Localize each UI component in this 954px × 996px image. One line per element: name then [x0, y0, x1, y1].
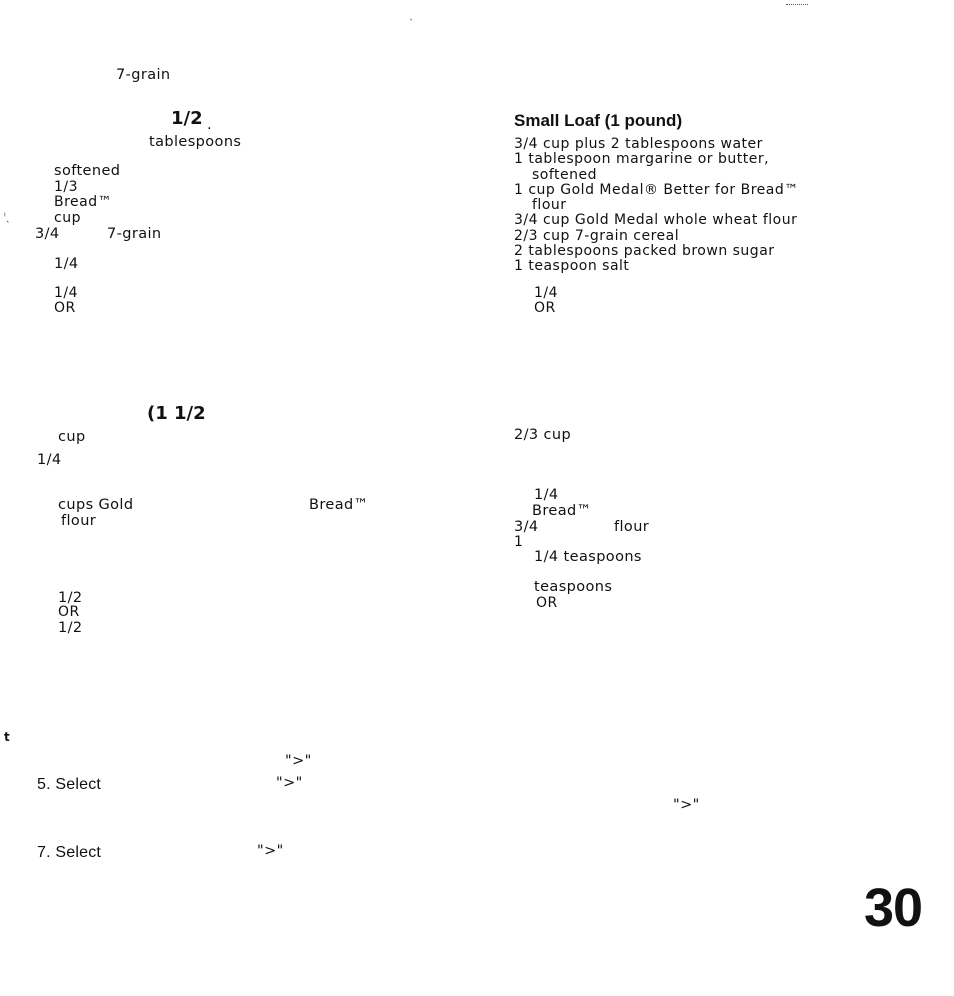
left-text: cup	[58, 429, 86, 445]
stray-mark: t	[4, 730, 11, 744]
quote-symbol: ">"	[276, 775, 303, 791]
right-text: flour	[614, 519, 650, 535]
right-text: 2/3 cup	[514, 427, 572, 443]
right-text: 1/4	[534, 285, 559, 301]
left-text: 1/2	[58, 620, 83, 636]
ingredient-line: 2/3 cup 7-grain cereal	[514, 227, 680, 244]
right-text: OR	[536, 595, 558, 611]
ingredient-line: flour	[532, 197, 567, 214]
step-5: 5. Select	[37, 776, 102, 793]
left-text: 7-grain	[116, 67, 171, 83]
quote-symbol: ">"	[257, 843, 284, 859]
right-text: OR	[534, 300, 556, 316]
right-text: 3/4	[514, 519, 539, 535]
ingredient-line: 3/4 cup plus 2 tablespoons water	[514, 136, 763, 152]
ingredient-line: 1 tablespoon margarine or butter,	[514, 151, 770, 168]
quote-symbol: ">"	[285, 753, 312, 769]
scan-mark: ˎ	[409, 10, 414, 21]
left-text: 1/3	[54, 179, 79, 195]
scan-mark: ˡˎ	[4, 212, 11, 223]
right-text: 1/4 teaspoons	[534, 549, 642, 565]
page-number: 30	[864, 878, 923, 938]
ingredient-line: 3/4 cup Gold Medal whole wheat flour	[514, 212, 798, 229]
left-text: tablespoons	[149, 134, 242, 150]
scan-mark	[786, 4, 808, 5]
left-text: 1/4	[54, 285, 79, 301]
left-text: OR	[58, 604, 80, 620]
quote-symbol: ">"	[673, 797, 700, 813]
left-text: OR	[54, 300, 76, 316]
ingredient-line: 2 tablespoons packed brown sugar	[514, 243, 775, 260]
right-text: 1	[514, 534, 524, 550]
left-text: cups Gold	[58, 497, 134, 513]
right-text: 1/4	[534, 487, 559, 503]
right-text: teaspoons	[534, 579, 613, 595]
left-text: 1/4	[54, 256, 79, 272]
left-dot: .	[207, 117, 213, 133]
left-fraction-heading: 1/2	[171, 108, 203, 129]
left-text: 7-grain	[107, 226, 162, 242]
ingredient-line: 1 teaspoon salt	[514, 258, 630, 275]
ingredient-line: softened	[532, 166, 598, 183]
left-text: 3/4	[35, 226, 60, 242]
left-text: cup	[54, 210, 81, 226]
step-7: 7. Select	[37, 844, 102, 861]
left-text: Bread™	[54, 194, 113, 210]
left-text: 1/2	[58, 590, 83, 606]
left-text: flour	[61, 513, 97, 529]
left-heading: (1 1/2	[147, 403, 206, 424]
left-text: Bread™	[309, 497, 369, 513]
left-text: 1/4	[37, 452, 62, 468]
small-loaf-heading: Small Loaf (1 pound)	[514, 111, 683, 130]
right-text: Bread™	[532, 503, 592, 519]
left-text: softened	[54, 163, 121, 179]
ingredient-line: 1 cup Gold Medal® Better for Bread™	[514, 181, 799, 198]
